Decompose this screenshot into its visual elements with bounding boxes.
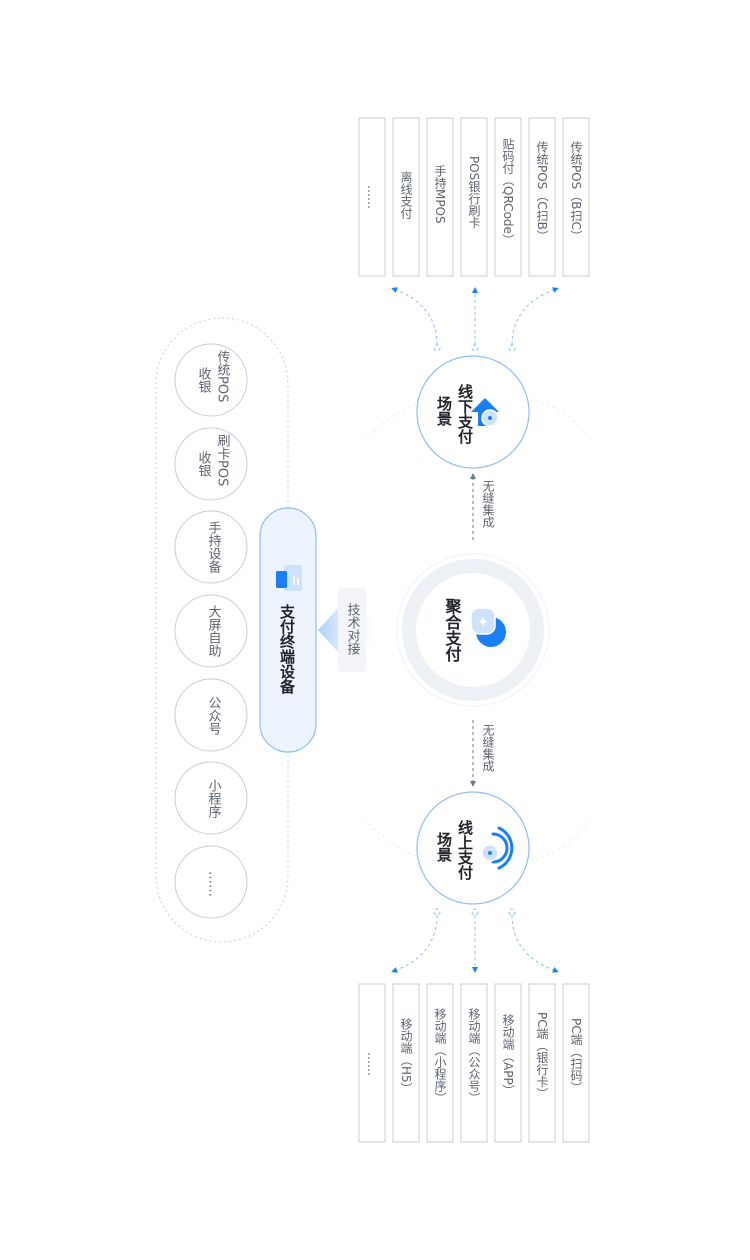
online-arrows: [391, 908, 559, 973]
online-item: 移动端（APP）: [494, 983, 522, 1143]
offline-item-label: 手持MPOS: [433, 165, 447, 224]
online-item: ……: [358, 983, 386, 1143]
online-item-label: ……: [365, 1052, 379, 1076]
terminal-item-line1: 传统POS: [215, 350, 231, 402]
online-payment-node: 线上支付 场景: [416, 791, 530, 905]
terminal-container: [155, 317, 289, 943]
online-label-line2: 场景: [435, 832, 453, 863]
online-item-label: 移动端（H5）: [399, 1018, 413, 1095]
online-label-line1: 线上支付: [456, 819, 474, 881]
terminal-item-line1: 小程序: [206, 779, 222, 818]
offline-item: ……: [358, 117, 386, 277]
offline-item: 手持MPOS: [426, 117, 454, 277]
online-item: PC端（扫码）: [562, 983, 590, 1143]
tech-connection-arrow: 技术对接: [318, 588, 386, 672]
offline-item-label: POS银行刷卡: [467, 156, 481, 228]
terminal-item: 大屏自助: [174, 594, 248, 668]
terminal-card-icon: [276, 565, 302, 591]
terminal-item-line1: ……: [206, 871, 221, 897]
terminal-item-line1: 刷卡POS: [215, 434, 231, 486]
terminal-label: 支付终端设备: [278, 603, 296, 694]
offline-label-line2: 场景: [435, 396, 453, 427]
terminal-item: 手持设备: [174, 510, 248, 584]
background-arcs: [364, 399, 591, 861]
offline-item: POS银行刷卡: [460, 117, 488, 277]
center-aggregate-node: 聚合支付: [396, 553, 550, 707]
offline-item: 传统POS（B扫C）: [562, 117, 590, 277]
offline-items: 传统POS（B扫C） 传统POS（C扫B） 贴码付（QRCode） POS银行刷…: [358, 117, 590, 277]
integration-top-label: 无缝集成: [481, 480, 495, 529]
offline-item: 贴码付（QRCode）: [494, 117, 522, 277]
terminal-item-line2: 收银: [196, 367, 212, 393]
center-label: 聚合支付: [443, 598, 463, 663]
aggregate-payment-icon: [470, 607, 506, 647]
offline-item-label: 传统POS（C扫B）: [535, 140, 549, 242]
integration-bottom-label: 无缝集成: [481, 724, 495, 773]
online-item: 移动端（小程序）: [426, 983, 454, 1143]
online-items: PC端（扫码） PC端（银行卡） 移动端（APP） 移动端（公众号） 移动端（小…: [358, 983, 590, 1143]
terminal-item: 刷卡POS 收银: [174, 427, 248, 501]
offline-payment-node: 线下支付 场景: [416, 355, 530, 469]
terminal-item: 公众号: [174, 678, 248, 752]
terminal-item-line2: 收银: [196, 451, 212, 477]
offline-item-label: ……: [365, 185, 379, 209]
offline-label-line1: 线下支付: [456, 383, 474, 445]
online-item: PC端（银行卡）: [528, 983, 556, 1143]
offline-item: 传统POS（C扫B）: [528, 117, 556, 277]
terminal-device-pill: 支付终端设备: [259, 507, 317, 753]
terminal-item: 小程序: [174, 761, 248, 835]
terminal-items: 传统POS 收银 刷卡POS 收银 手持设备 大屏自助 公众号 小程序: [174, 343, 248, 919]
terminal-item-line1: 大屏自助: [206, 605, 222, 658]
online-item-label: PC端（银行卡）: [535, 1012, 549, 1100]
terminal-item: ……: [174, 845, 248, 919]
terminal-item-line1: 公众号: [206, 696, 222, 735]
online-item-label: 移动端（APP）: [501, 1014, 515, 1097]
tech-connection-label: 技术对接: [345, 603, 361, 655]
offline-item-label: 传统POS（B扫C）: [569, 140, 583, 242]
offline-item-label: 离线支付: [399, 170, 413, 220]
integration-top-connector: 无缝集成: [470, 473, 495, 540]
online-item: 移动端（公众号）: [460, 983, 488, 1143]
offline-store-icon: [471, 398, 499, 427]
terminal-item-line1: 手持设备: [206, 521, 222, 574]
online-item-label: PC端（扫码）: [569, 1018, 583, 1094]
offline-item: 离线支付: [392, 117, 420, 277]
integration-bottom-connector: 无缝集成: [470, 720, 495, 787]
online-item-label: 移动端（公众号）: [467, 1008, 481, 1104]
offline-item-label: 贴码付（QRCode）: [501, 138, 515, 246]
online-item: 移动端（H5）: [392, 983, 420, 1143]
offline-arrows: [391, 287, 559, 352]
wifi-icon: [481, 826, 514, 870]
terminal-item: 传统POS 收银: [174, 343, 248, 417]
online-item-label: 移动端（小程序）: [433, 1008, 447, 1104]
